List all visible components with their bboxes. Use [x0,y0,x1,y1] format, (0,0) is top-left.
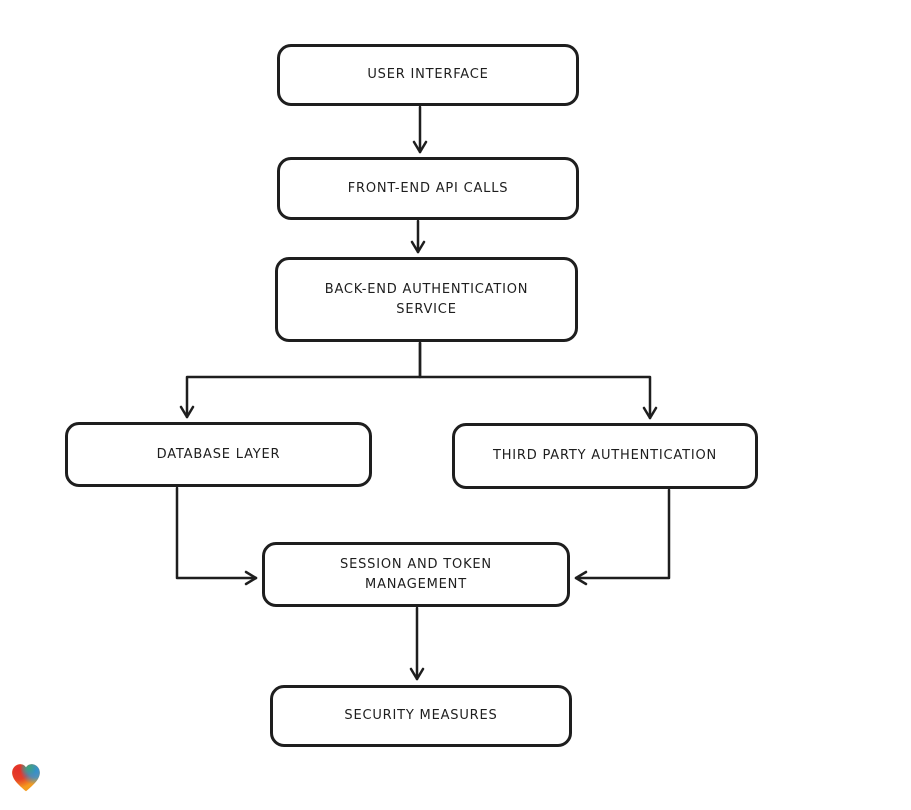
node-third-party-authentication-label: THIRD PARTY AUTHENTICATION [492,448,718,463]
node-security-measures[interactable]: SECURITY MEASURES [270,685,572,747]
heart-icon[interactable] [9,759,43,797]
node-session-and-token-management[interactable]: SESSION AND TOKEN MANAGEMENT [262,542,570,607]
node-back-end-authentication-service[interactable]: BACK-END AUTHENTICATION SERVICE [275,257,578,342]
edge-back-end-auth-to-third-party-auth [418,341,658,420]
node-database-layer-label: DATABASE LAYER [156,446,281,462]
node-security-measures-label: SECURITY MEASURES [344,708,498,723]
node-user-interface-label: USER INTERFACE [367,67,489,82]
node-database-layer[interactable]: DATABASE LAYER [65,422,372,487]
node-front-end-api-calls[interactable]: FRONT-END API CALLS [277,157,579,220]
edge-third-party-auth-to-session-token [574,488,671,586]
edge-back-end-auth-to-database-layer [179,341,422,419]
node-session-and-token-management-label: SESSION AND TOKEN MANAGEMENT [340,556,492,592]
node-back-end-authentication-service-label: BACK-END AUTHENTICATION SERVICE [324,281,529,317]
edge-database-layer-to-session-token [175,486,258,586]
node-user-interface[interactable]: USER INTERFACE [277,44,579,106]
node-third-party-authentication[interactable]: THIRD PARTY AUTHENTICATION [452,423,758,489]
node-front-end-api-calls-label: FRONT-END API CALLS [347,180,509,196]
